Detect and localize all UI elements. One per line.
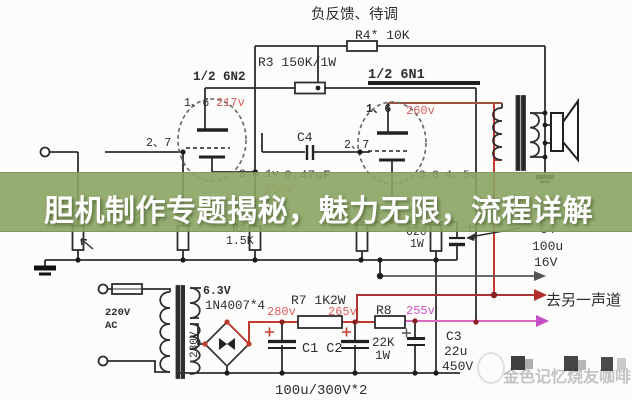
r8-name-label: R8 <box>376 303 392 318</box>
pot-wiper-arrow <box>80 238 94 250</box>
c1c2-label: C1 C2 <box>302 342 343 357</box>
watermark-pixel-block <box>601 357 613 371</box>
primary-coil <box>159 291 171 373</box>
c4-annotation-arrowhead <box>466 233 476 241</box>
magenta-arrow-icon <box>536 315 549 327</box>
gray-arrow-icon <box>534 271 546 281</box>
resistor-r8 <box>374 315 406 329</box>
r2-value-label: 1.5K <box>226 235 254 248</box>
red-arrow-icon <box>534 289 547 301</box>
watermark-text: 金色记忆烧友咖啡 <box>503 367 632 386</box>
bridge-node-right <box>246 341 252 347</box>
tube-right-label: 1/2 6N1 <box>368 68 425 83</box>
bridge-rectifier <box>202 319 252 368</box>
mains-terminal-top <box>97 283 109 295</box>
c4-cathode-v1-label: 100u <box>532 239 563 254</box>
r8-v1-label: 22K <box>372 336 395 350</box>
bridge-node-top <box>224 319 230 325</box>
heater-label: 6.3V <box>203 285 231 298</box>
r8-v2-label: 1W <box>375 349 391 363</box>
watermark-logo-icon <box>477 352 505 384</box>
watermark-pixel-block <box>578 360 586 370</box>
capacitors <box>265 145 474 349</box>
c1c2-value-label: 100u/300V*2 <box>275 383 367 399</box>
v260-label: 260v <box>406 104 435 118</box>
mains-label-2: AC <box>105 320 118 332</box>
watermark-pixel-block <box>525 359 533 369</box>
c3-name-label: C3 <box>446 329 462 344</box>
title-banner-text: 胆机制作专题揭秘，魅力无限，流程详解 <box>44 194 593 229</box>
c4-cathode-v2-label: 16V <box>534 255 558 270</box>
v217-label: 217v <box>216 96 245 110</box>
watermark-pixel-block <box>617 358 626 370</box>
pins-27-right-label: 2、7 <box>344 139 369 152</box>
bridge-diode-right <box>227 338 235 350</box>
r4-label: R4* 10K <box>355 28 410 43</box>
c3-v1-label: 22u <box>444 344 467 359</box>
pins-16-left-label: 1、6 <box>184 97 209 110</box>
r7-label: R7 1K2W <box>291 293 346 308</box>
r6-watt-label: 1W <box>410 238 424 251</box>
title-banner: 胆机制作专题揭秘，魅力无限，流程详解 <box>0 172 632 232</box>
diode-label: 1N4007*4 <box>205 299 265 313</box>
to-other-channel-label: 去另一声道 <box>546 291 621 309</box>
feedback-note-label: 负反馈、待调 <box>311 6 398 23</box>
coupling-wire <box>261 133 370 153</box>
opt-secondary-coil <box>529 112 540 158</box>
opt-core-bar-2 <box>521 95 526 171</box>
bridge-node-left <box>202 341 208 347</box>
heater-coil <box>189 287 201 319</box>
mains-terminal-bottom <box>97 355 109 367</box>
mains-label-1: 220V <box>105 307 131 319</box>
speaker <box>550 97 579 163</box>
resistor-r3 <box>294 81 326 95</box>
tube-left-label: 1/2 6N2 <box>193 70 246 84</box>
cap-c4-coupling <box>305 145 315 160</box>
speaker-stub-wires <box>530 112 551 158</box>
pins-16-right-label: 1、6 <box>366 103 391 116</box>
hv-coil <box>189 323 201 375</box>
input-terminal <box>39 146 51 158</box>
opt-core-bar-1 <box>515 95 521 171</box>
rail-265v-out <box>356 294 534 322</box>
hv-label: 230V <box>189 331 201 358</box>
v280-label: 280v <box>267 305 296 319</box>
bridge-red-edge <box>226 321 250 345</box>
c3-v2-label: 450V <box>442 359 473 374</box>
r3-label: R3 150K/1W <box>258 55 336 70</box>
core-bar-2 <box>180 285 185 379</box>
watermark-pixel-block <box>564 356 578 371</box>
tube-right-label-underline <box>368 81 480 85</box>
power-transformer <box>159 285 201 379</box>
c4-coupling-name-label: C4 <box>297 130 313 145</box>
plus-c1 <box>265 327 274 337</box>
resistor-r4 <box>346 40 378 52</box>
speaker-cone-icon <box>562 97 579 163</box>
pins-27-left-label: 2、7 <box>146 137 171 150</box>
bridge-diode-left <box>219 338 227 350</box>
watermark-pixel-block <box>511 356 525 370</box>
v255-label: 255v <box>406 304 435 318</box>
core-bar-1 <box>175 285 180 379</box>
mains-bottom-wire <box>107 360 170 373</box>
speaker-magnet <box>550 112 564 152</box>
resistor-r7 <box>297 315 343 329</box>
output-transformer <box>492 95 540 171</box>
plus-c2 <box>342 327 351 337</box>
plus-c3 <box>402 328 411 338</box>
v265-label: 265v <box>328 305 357 319</box>
opt-primary-coil <box>492 107 503 161</box>
